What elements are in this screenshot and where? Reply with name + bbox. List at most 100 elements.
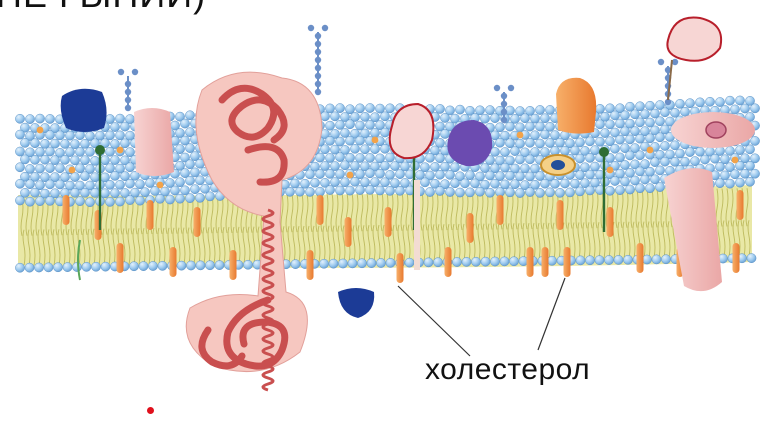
phospholipid-head [365, 103, 374, 112]
phospholipid-head [750, 136, 759, 145]
phospholipid-head [105, 131, 114, 140]
phospholipid-head [675, 149, 684, 158]
phospholipid-head [715, 97, 724, 106]
phospholipid-head [101, 262, 110, 271]
phospholipid-head [510, 180, 519, 189]
phospholipid-head [115, 131, 124, 140]
phospholipid-head [25, 164, 34, 173]
cholesterol-molecule [637, 243, 644, 273]
cholesterol-molecule [397, 253, 404, 283]
phospholipid-head [110, 122, 119, 131]
navy-bottom-protein [338, 288, 374, 318]
phospholipid-head [505, 188, 514, 197]
phospholipid-head [565, 188, 574, 197]
phospholipid-head [315, 153, 324, 162]
phospholipid-head [205, 261, 214, 270]
phospholipid-head [100, 156, 109, 165]
phospholipid-head [695, 147, 704, 156]
phospholipid-head [145, 178, 154, 187]
phospholipid-head [25, 197, 34, 206]
phospholipid-head [360, 145, 369, 154]
phospholipid-head [640, 110, 649, 119]
phospholipid-head [45, 180, 54, 189]
phospholipid-head [550, 179, 559, 188]
phospholipid-head [350, 161, 359, 170]
phospholipid-head [45, 147, 54, 156]
phospholipid-head [675, 99, 684, 108]
cholesterol-molecule [63, 195, 70, 225]
phospholipid-head [740, 104, 749, 113]
phospholipid-head [35, 164, 44, 173]
phospholipid-head [340, 161, 349, 170]
glycan-center-unit [315, 41, 321, 47]
cholesterol-molecule [345, 217, 352, 247]
phospholipid-head [425, 187, 434, 196]
phospholipid-head [610, 176, 619, 185]
phospholipid-head [575, 154, 584, 163]
glycan-center-unit [322, 25, 328, 31]
phospholipid-head [515, 172, 524, 181]
phospholipid-head [735, 146, 744, 155]
phospholipid-head [535, 139, 544, 148]
phospholipid-head [196, 261, 205, 270]
phospholipid-head [186, 261, 195, 270]
phospholipid-head [585, 137, 594, 146]
phospholipid-head [525, 122, 534, 131]
phospholipid-head [530, 114, 539, 123]
phospholipid-head [545, 105, 554, 114]
phospholipid-head [335, 186, 344, 195]
phospholipid-head [635, 184, 644, 193]
phospholipid-head [20, 138, 29, 147]
phospholipid-head [55, 131, 64, 140]
phospholipid-head [180, 186, 189, 195]
phospholipid-head [125, 195, 134, 204]
phospholipid-head [650, 158, 659, 167]
phospholipid-head [90, 156, 99, 165]
phospholipid-head [520, 114, 529, 123]
phospholipid-head [695, 98, 704, 107]
phospholipid-head [40, 155, 49, 164]
phospholipid-head [155, 194, 164, 203]
phospholipid-head [715, 179, 724, 188]
small-molecule [372, 137, 379, 144]
phospholipid-head [505, 139, 514, 148]
phospholipid-head [35, 114, 44, 123]
phospholipid-head [330, 112, 339, 121]
phospholipid-head [535, 105, 544, 114]
phospholipid-head [305, 187, 314, 196]
phospholipid-head [355, 104, 364, 113]
phospholipid-head [540, 179, 549, 188]
phospholipid-head [500, 257, 509, 266]
phospholipid-head [547, 256, 556, 265]
small-molecule [732, 157, 739, 164]
glycan-center-unit [308, 25, 314, 31]
phospholipid-head [750, 169, 759, 178]
phospholipid-head [635, 102, 644, 111]
cholesterol-molecule [170, 247, 177, 277]
phospholipid-head [735, 178, 744, 187]
phospholipid-head [350, 177, 359, 186]
phospholipid-head [375, 104, 384, 113]
phospholipid-head [45, 130, 54, 139]
phospholipid-head [175, 145, 184, 154]
phospholipid-head [290, 179, 299, 188]
phospholipid-head [140, 188, 149, 197]
phospholipid-head [570, 179, 579, 188]
phospholipid-head [465, 188, 474, 197]
phospholipid-head [625, 185, 634, 194]
phospholipid-head [15, 196, 24, 205]
cholesterol-label: холестерол [425, 353, 590, 387]
phospholipid-head [70, 156, 79, 165]
phospholipid-head [420, 178, 429, 187]
phospholipid-head [535, 122, 544, 131]
phospholipid-head [645, 101, 654, 110]
phospholipid-head [680, 157, 689, 166]
phospholipid-head [725, 96, 734, 105]
phospholipid-head [620, 127, 629, 136]
phospholipid-head [600, 128, 609, 137]
phospholipid-head [45, 114, 54, 123]
phospholipid-head [510, 146, 519, 155]
phospholipid-head [120, 122, 129, 131]
small-molecule [37, 127, 44, 134]
phospholipid-head [380, 178, 389, 187]
